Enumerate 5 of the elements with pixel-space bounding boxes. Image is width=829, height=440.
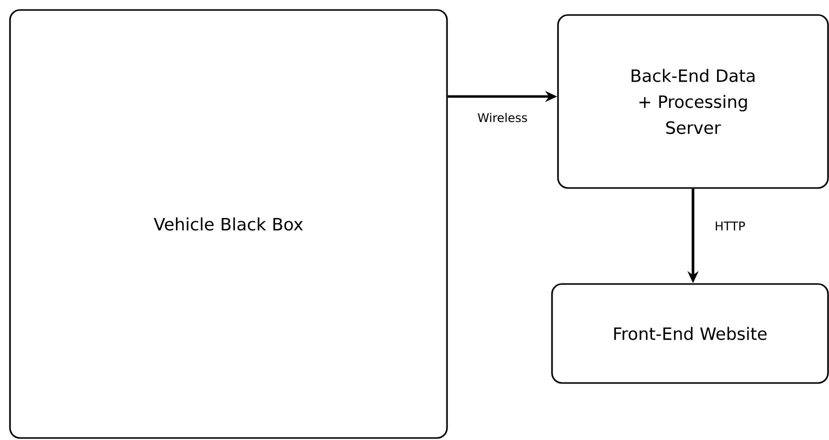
process-box: Back-End Data + Processing Server (557, 14, 829, 189)
edge-label: Wireless (476, 112, 529, 124)
process-box: Front-End Website (551, 283, 829, 384)
process-box: Vehicle Black Box (9, 9, 448, 439)
edge-label: HTTP (714, 220, 746, 232)
